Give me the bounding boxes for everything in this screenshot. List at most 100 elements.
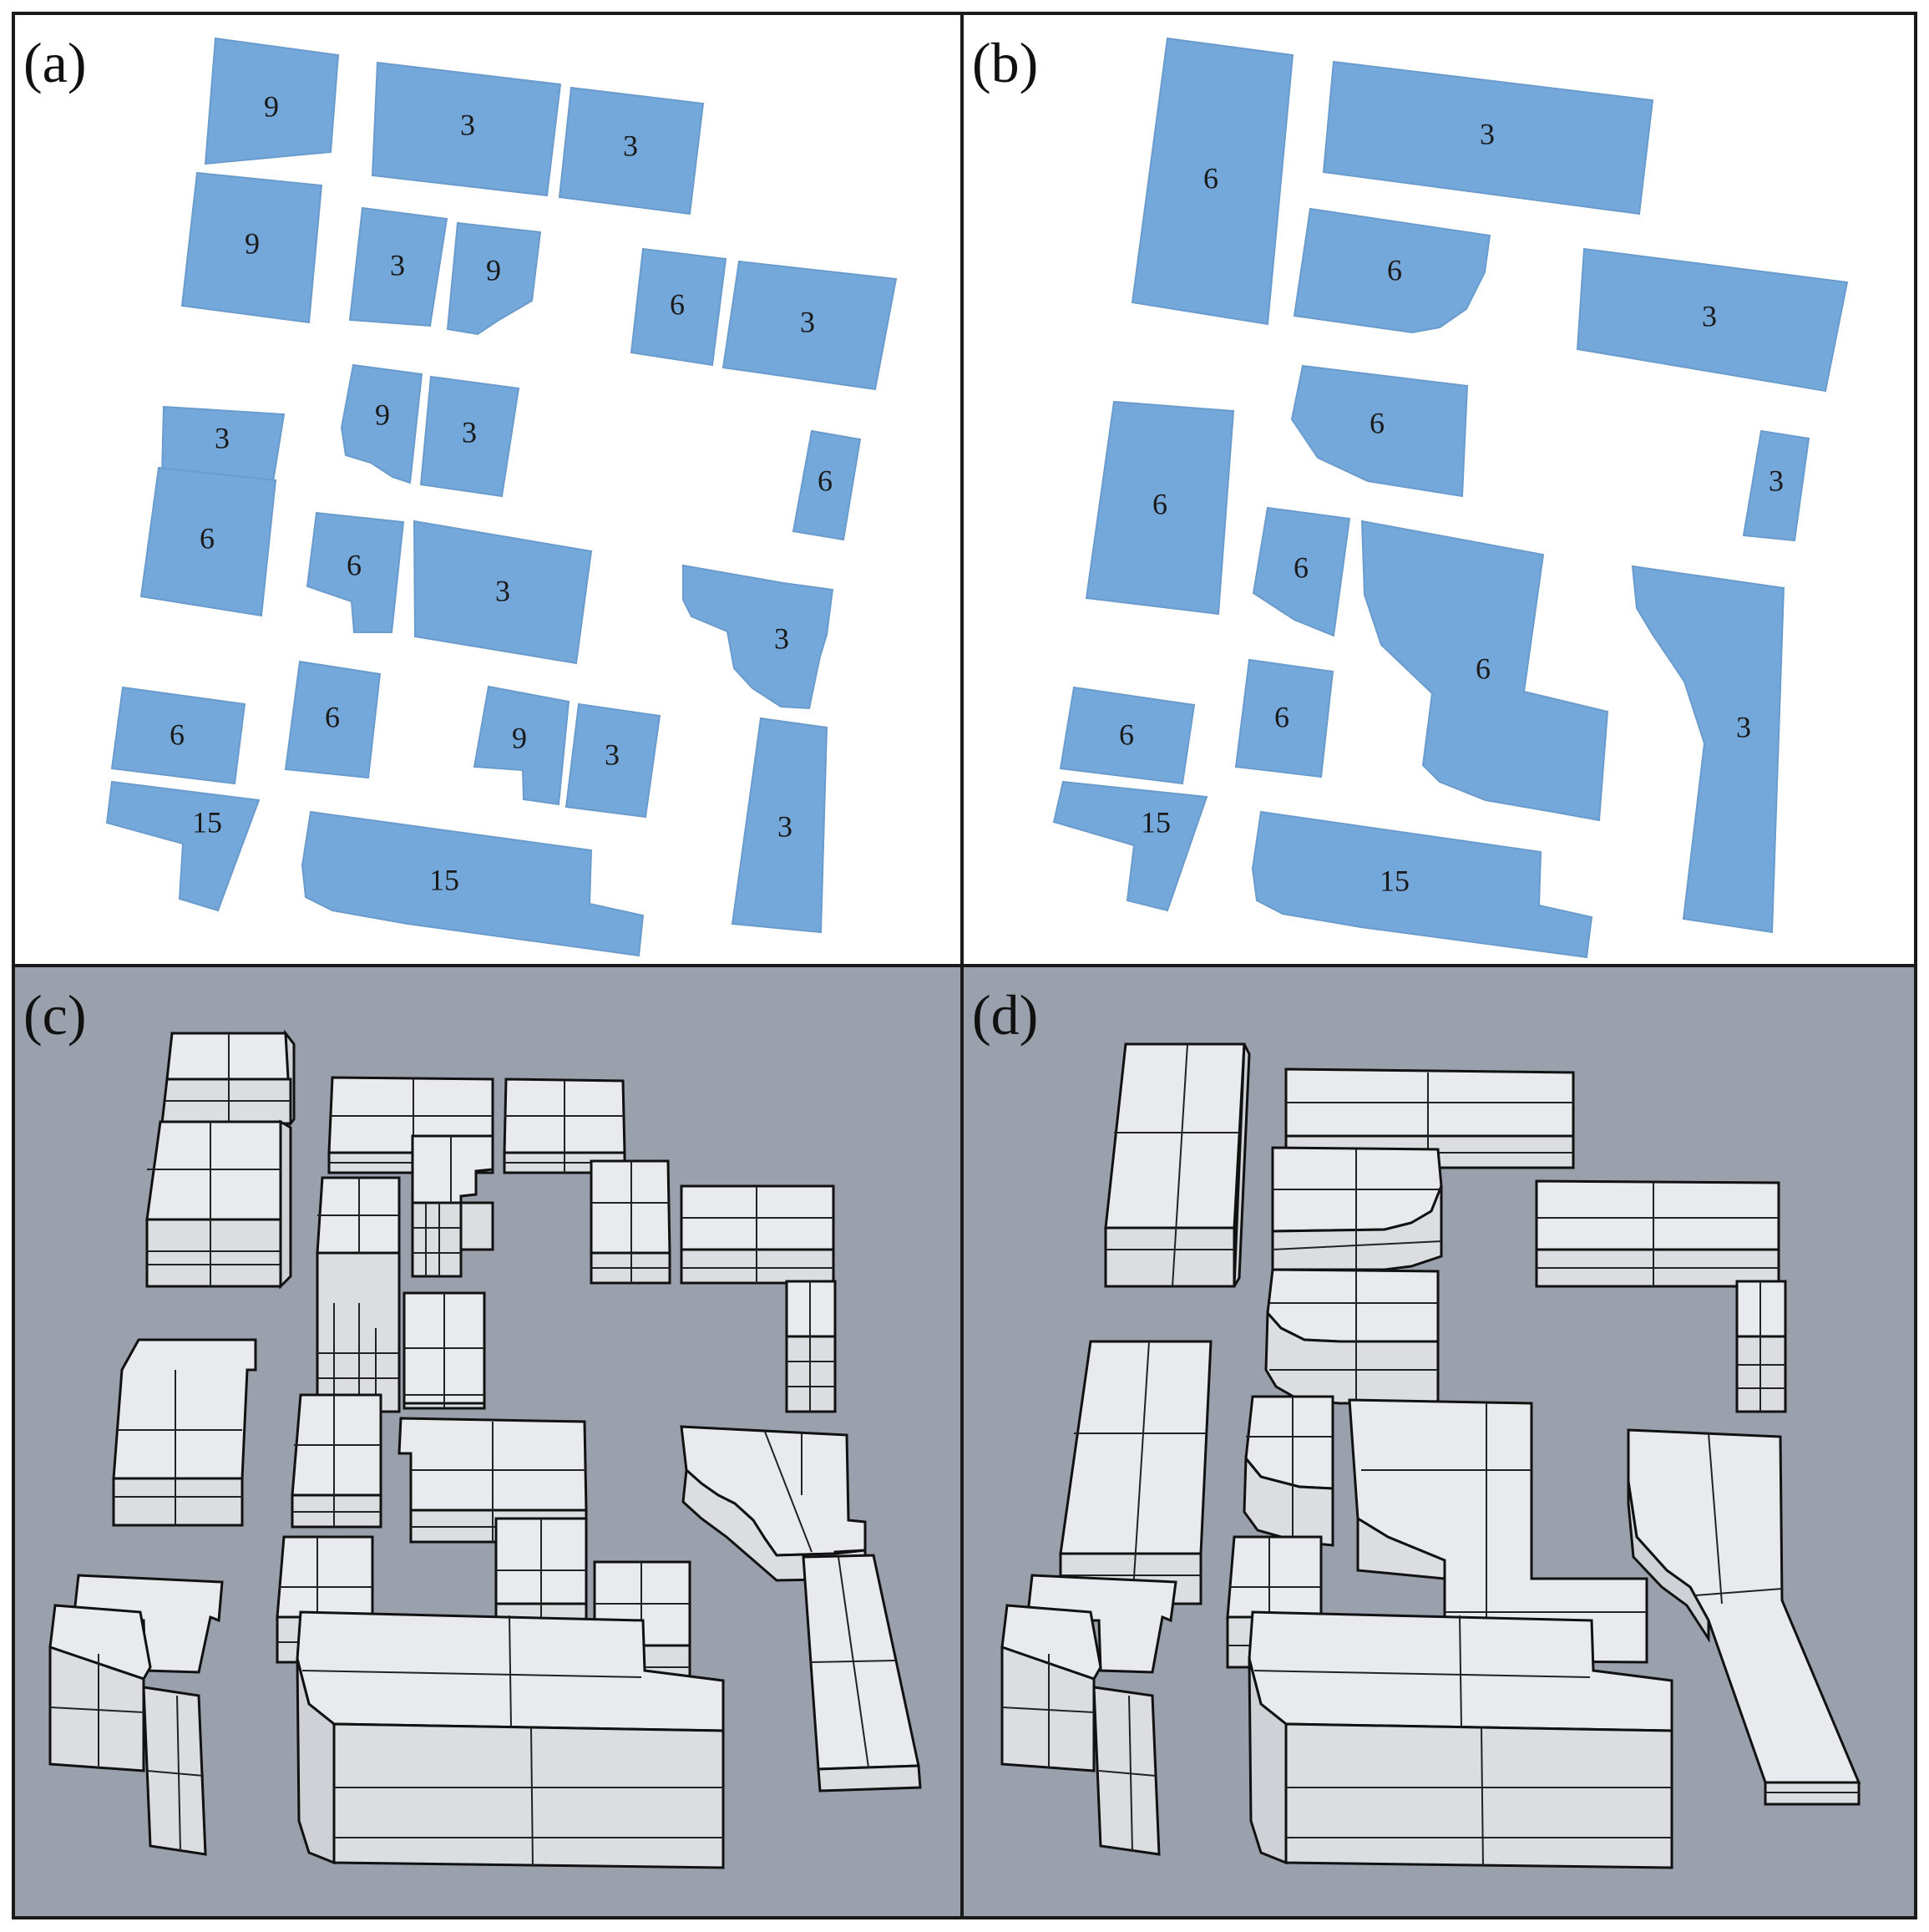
story-number: 3 [495, 574, 510, 607]
panel-b: (b) 6 3 6 3 6 3 6 6 6 3 [972, 31, 1849, 959]
panel-d-label: (d) [972, 983, 1038, 1047]
building-model [296, 1610, 725, 1869]
building-model [397, 1417, 588, 1544]
plan-b-blocks [1052, 37, 1849, 959]
building-footprint [473, 685, 570, 806]
story-number: 15 [1380, 864, 1410, 897]
story-number: 3 [774, 621, 789, 655]
story-number: 3 [462, 415, 477, 449]
story-number: 15 [1141, 805, 1171, 839]
building-footprint [446, 221, 542, 336]
building-footprint [180, 171, 323, 324]
building-footprint [1252, 506, 1351, 637]
story-number: 9 [375, 398, 390, 431]
story-number: 6 [1119, 718, 1134, 751]
panel-c: (c) [23, 983, 922, 1869]
plan-a-blocks [105, 37, 898, 957]
building-model [680, 1184, 835, 1285]
building-model [590, 1159, 671, 1285]
building-footprint [1631, 565, 1785, 934]
building-model [503, 1078, 626, 1174]
building-model [1271, 1146, 1443, 1271]
building-footprint [731, 717, 828, 934]
building-footprint [371, 61, 562, 197]
story-number: 3 [390, 248, 405, 281]
building-footprint [1322, 60, 1654, 216]
panel-a: (a) 9 3 [23, 31, 898, 957]
story-number: 9 [512, 721, 527, 754]
building-footprint [682, 564, 834, 710]
story-number: 6 [1387, 253, 1402, 287]
building-model [785, 1280, 837, 1413]
building-footprint [1052, 780, 1208, 912]
building-model [112, 1338, 257, 1527]
building-footprint [413, 520, 593, 665]
story-number: 6 [1274, 700, 1289, 733]
story-number: 6 [325, 700, 340, 733]
panel-a-label: (a) [23, 31, 86, 94]
plan-b-numbers: 6 3 6 3 6 3 6 6 6 3 6 6 15 15 [1119, 117, 1784, 897]
story-number: 6 [818, 464, 833, 497]
story-number: 3 [800, 305, 815, 338]
building-footprint [1360, 520, 1609, 822]
panel-d: (d) [972, 983, 1861, 1869]
model-c-buildings [48, 1029, 922, 1869]
building-model [1535, 1179, 1780, 1288]
building-model [1348, 1398, 1648, 1664]
story-number: 6 [670, 287, 685, 321]
building-model [1264, 1268, 1440, 1405]
building-footprint [1085, 400, 1235, 616]
panel-c-label: (c) [23, 983, 86, 1047]
story-number: 3 [1769, 464, 1784, 497]
plan-a-numbers: 9 3 3 9 3 9 6 3 9 3 3 6 6 6 3 3 6 6 9 3 … [170, 89, 833, 896]
building-footprint [301, 810, 645, 957]
model-d-buildings [1000, 1042, 1861, 1869]
building-footprint [105, 780, 261, 912]
story-number: 3 [1736, 710, 1751, 743]
building-model [1735, 1280, 1787, 1413]
story-number: 3 [605, 738, 620, 771]
building-model [291, 1393, 382, 1529]
building-footprint [1290, 364, 1469, 498]
story-number: 3 [623, 129, 638, 162]
building-model [403, 1291, 486, 1410]
building-footprint [110, 686, 246, 785]
building-footprint [1293, 207, 1491, 334]
building-model [316, 1176, 401, 1413]
story-number: 6 [347, 548, 362, 581]
building-footprint [284, 660, 382, 779]
story-number: 6 [1294, 550, 1309, 584]
building-model [411, 1134, 494, 1278]
story-number: 3 [215, 421, 230, 454]
building-footprint [721, 260, 898, 391]
building-model [1000, 1574, 1177, 1856]
building-footprint [630, 247, 727, 367]
story-number: 6 [1370, 406, 1385, 439]
building-model [48, 1574, 224, 1856]
building-model [1243, 1395, 1334, 1547]
building-footprint [204, 37, 340, 165]
building-model [160, 1029, 296, 1128]
building-footprint [139, 466, 277, 617]
story-number: 3 [1480, 117, 1495, 150]
story-number: 9 [245, 226, 260, 260]
building-footprint [1742, 429, 1810, 542]
building-footprint [565, 702, 661, 819]
building-footprint [1059, 686, 1196, 785]
building-footprint [1251, 810, 1593, 959]
story-number: 6 [1203, 161, 1218, 195]
story-number: 6 [1152, 487, 1167, 520]
building-footprint [1131, 37, 1294, 326]
story-number: 6 [1476, 652, 1491, 685]
building-footprint [306, 511, 405, 633]
building-model [494, 1517, 588, 1627]
building-footprint [348, 206, 448, 327]
building-model [1248, 1610, 1673, 1869]
building-model [802, 1554, 922, 1793]
story-number: 6 [170, 718, 185, 751]
building-footprint [419, 375, 520, 498]
story-number: 15 [429, 863, 459, 896]
story-number: 9 [264, 89, 279, 123]
building-model [145, 1119, 292, 1290]
